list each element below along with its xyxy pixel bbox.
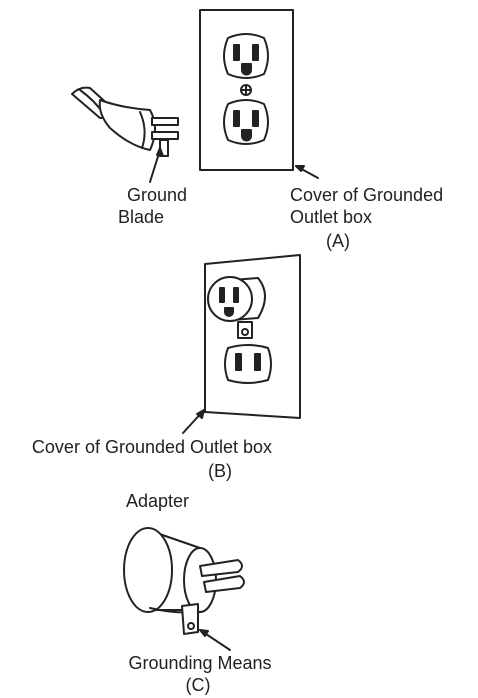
lower-receptacle-b [224,344,272,384]
panel-c-drawing [123,527,245,651]
panel-a: Ground Blade Cover of Grounded Outlet bo… [0,0,478,260]
grounding-means-label: Grounding Means [128,653,272,673]
adapter [123,527,245,635]
plug [71,86,179,183]
panel-a-drawing [71,9,319,183]
outlet-cover-plate [199,9,294,171]
cover-a-label: Cover of Grounded Outlet box [290,184,475,228]
adapter-on-outlet [207,276,266,339]
lower-receptacle [223,99,269,145]
caption-b: (B) [208,461,232,481]
cover-a-label-line1: Cover of Grounded [290,185,444,205]
panel-b: Cover of Grounded Outlet box (B) [0,250,478,485]
panel-c: Adapter Grounding Means (C) [0,480,478,698]
panel-b-drawing [182,254,301,434]
ground-blade-label-line2: Blade [118,207,165,227]
upper-receptacle [223,33,269,79]
adapter-title: Adapter [126,491,190,511]
cover-b-label: Cover of Grounded Outlet box [31,437,273,457]
caption-c: (C) [185,675,211,695]
ground-blade-label-line1: Ground [126,185,188,205]
cover-a-label-line2: Outlet box [290,207,373,227]
caption-a: (A) [326,231,350,251]
ground-blade-label: Ground Blade [112,184,202,228]
